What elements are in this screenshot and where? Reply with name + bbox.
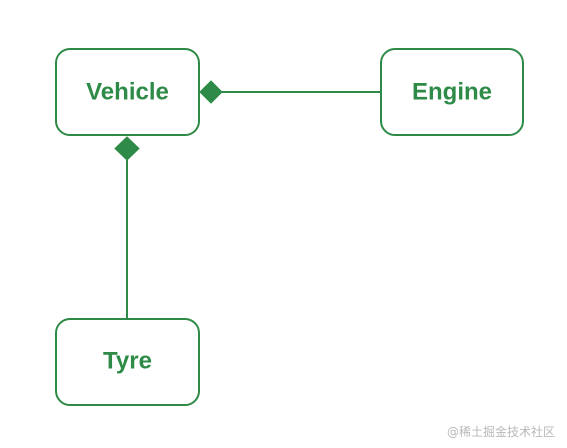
- vehicle-node[interactable]: Vehicle: [55, 48, 200, 136]
- tyre-box: [55, 318, 200, 406]
- engine-box: [380, 48, 524, 136]
- vehicle-label: Vehicle: [86, 79, 169, 106]
- engine-label: Engine: [412, 79, 492, 106]
- vehicle-box: [55, 48, 200, 136]
- tyre-composition-diamond-icon: [114, 136, 140, 161]
- engine-node[interactable]: Engine: [380, 48, 524, 136]
- watermark-text: @稀土掘金技术社区: [446, 425, 555, 439]
- tyre-node[interactable]: Tyre: [55, 318, 200, 406]
- engine-composition-diamond-icon: [199, 80, 223, 104]
- tyre-label: Tyre: [103, 348, 152, 375]
